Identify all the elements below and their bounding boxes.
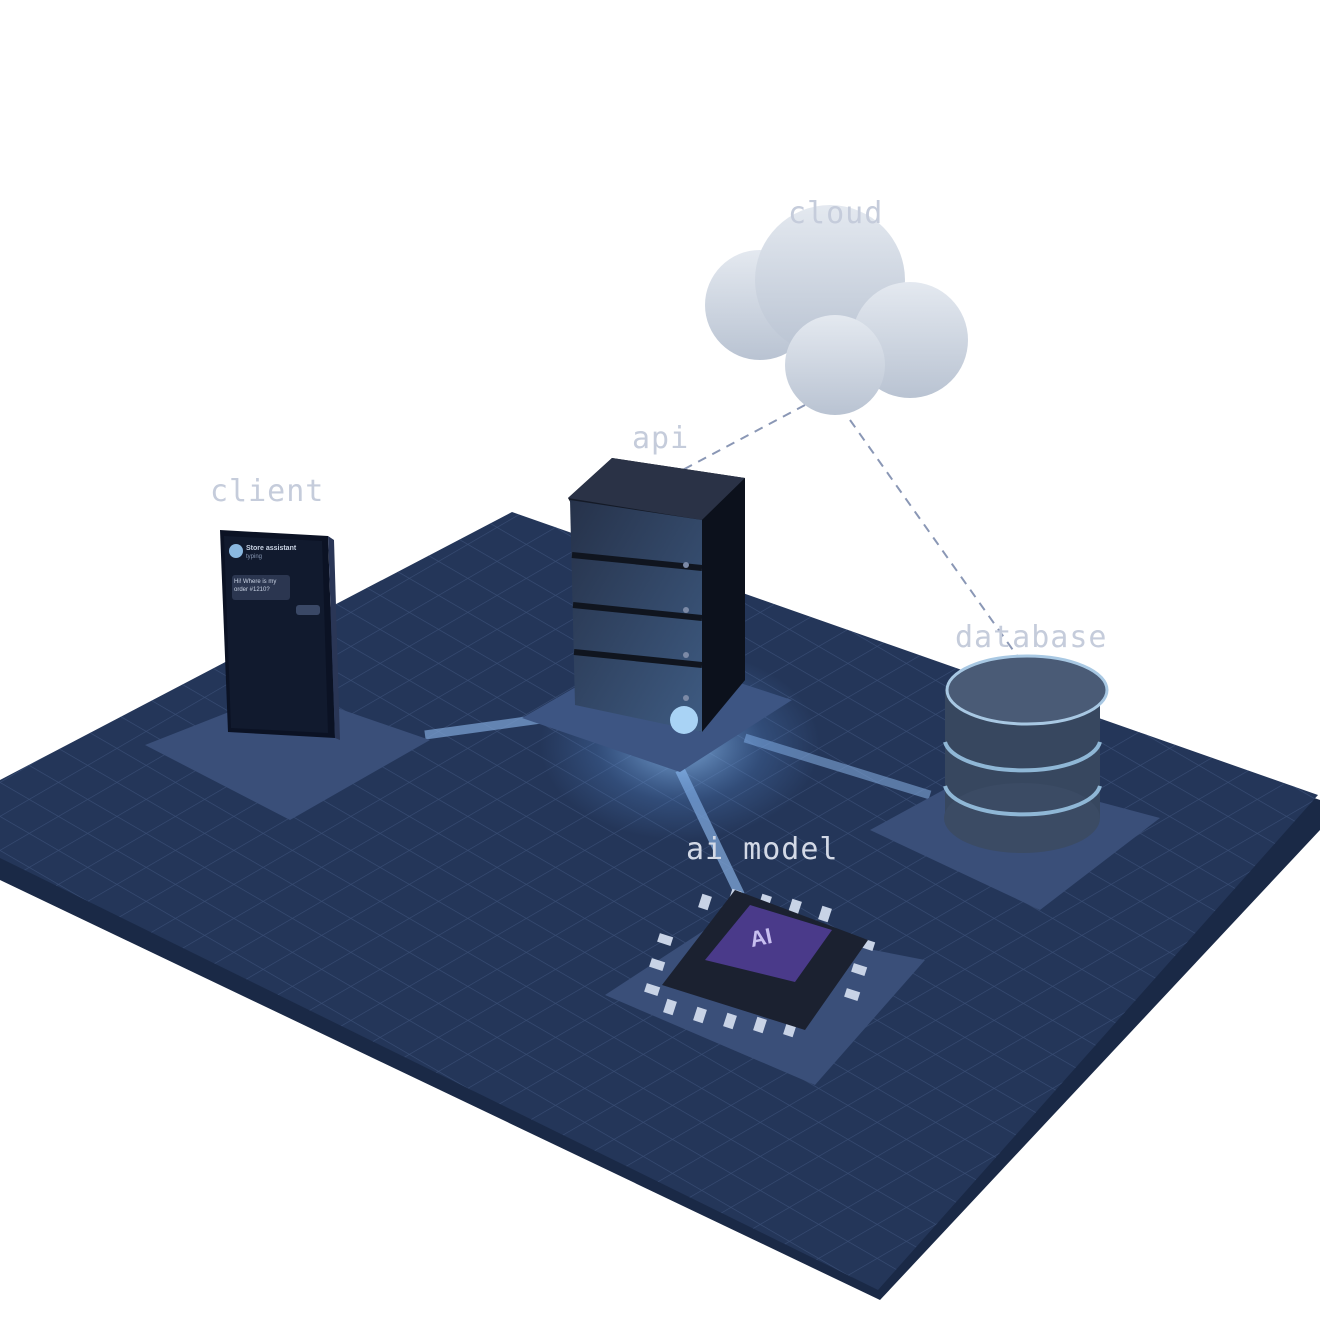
phone-title: Store assistant (246, 545, 297, 552)
database-label: database (955, 620, 1108, 655)
client-label: client (210, 474, 325, 509)
client-device (220, 530, 340, 740)
message-bubble (232, 575, 290, 600)
ai-model-label: ai model (686, 832, 839, 867)
reply-bubble (296, 605, 320, 615)
phone-message: Hi! Where is my order #1210? (234, 579, 277, 593)
phone-status: typing (246, 554, 263, 560)
api-server (568, 458, 745, 734)
ai-chip (644, 888, 876, 1038)
api-label: api (632, 421, 690, 456)
avatar-icon (229, 544, 243, 558)
cloud-shape (705, 205, 968, 415)
client-pad (145, 690, 430, 820)
database-cylinder (943, 654, 1109, 853)
cloud-label: cloud (788, 196, 884, 231)
api-status-indicator (670, 706, 698, 734)
